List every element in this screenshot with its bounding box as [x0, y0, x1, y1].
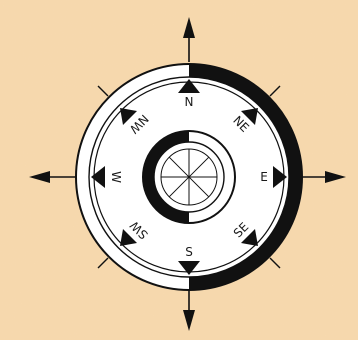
label-south: S: [185, 245, 193, 259]
hub-spokes: [161, 149, 217, 205]
label-west: W: [109, 171, 123, 183]
label-east: E: [260, 170, 268, 184]
label-north: N: [185, 95, 194, 109]
